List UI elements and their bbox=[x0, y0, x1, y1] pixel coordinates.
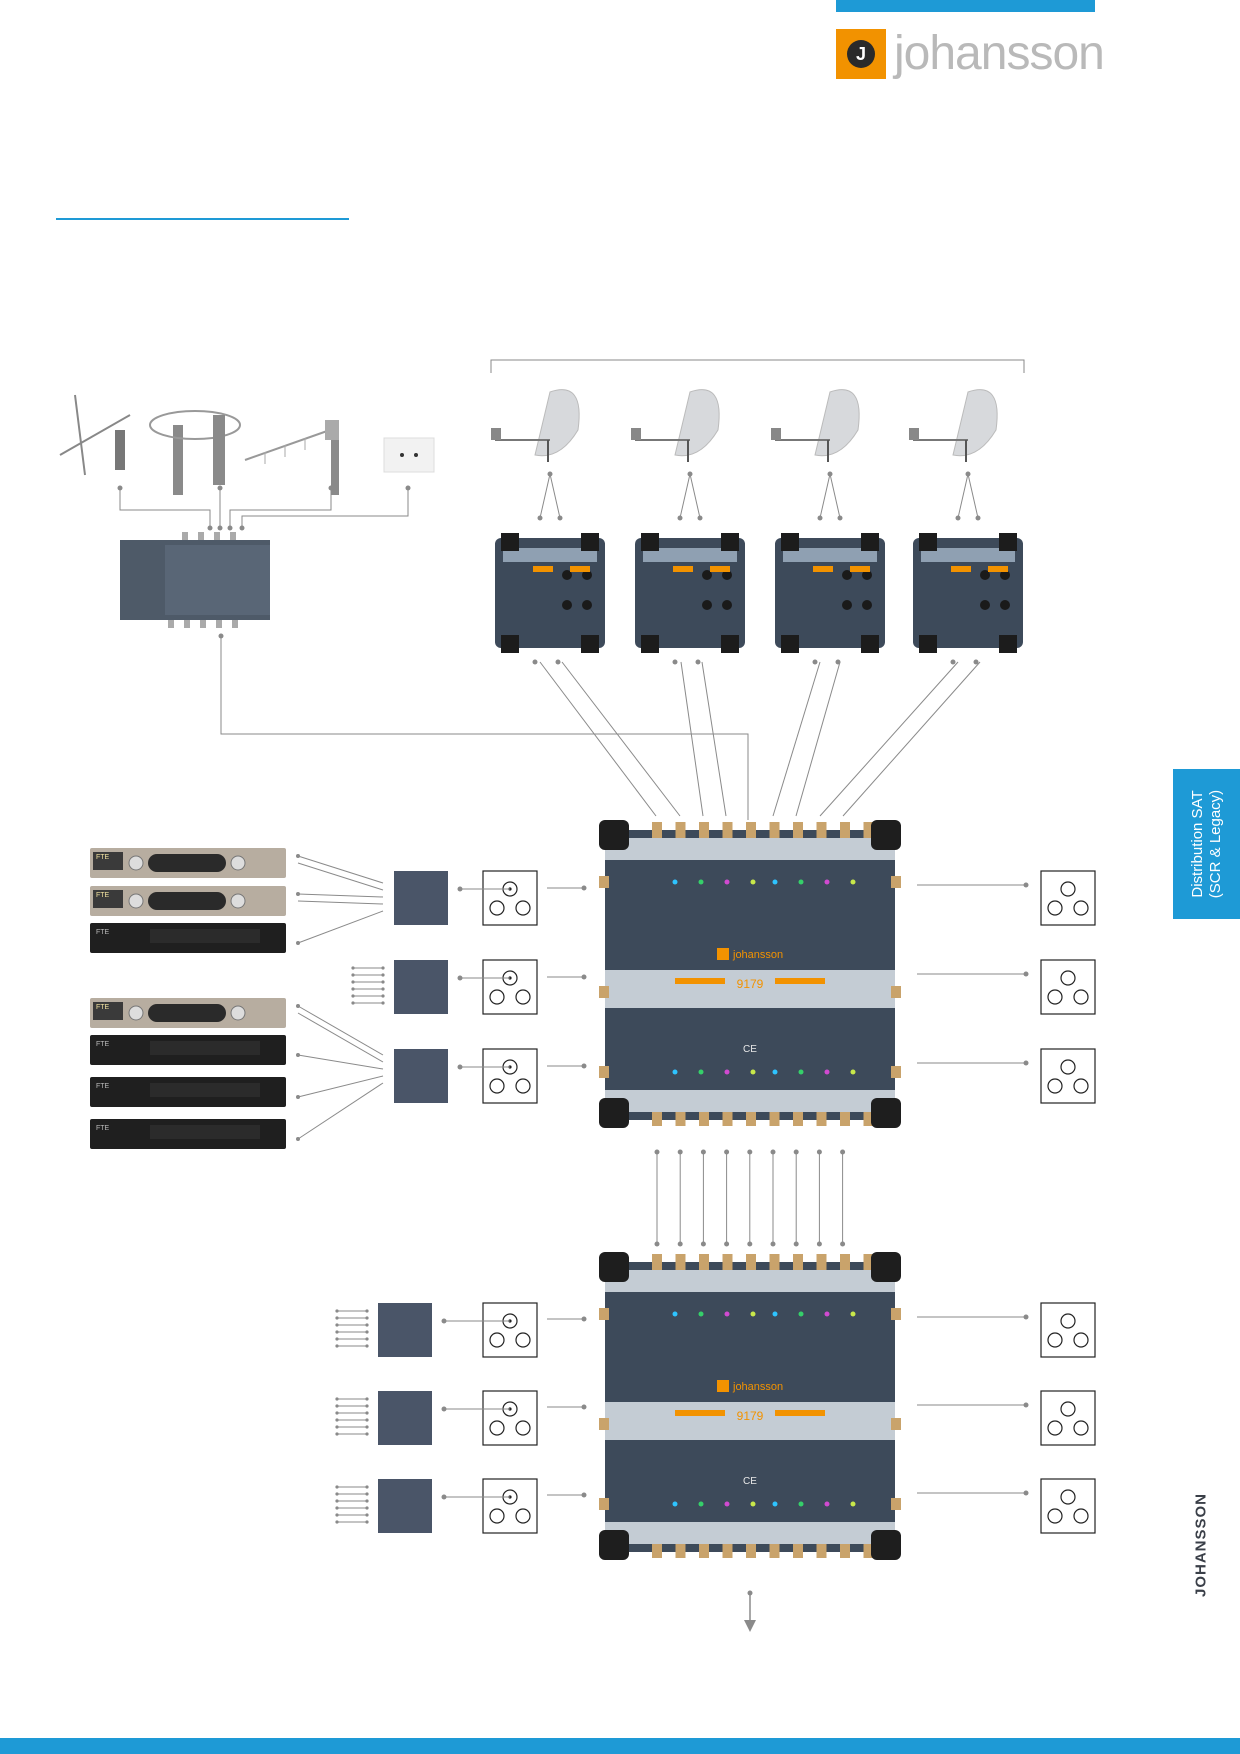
power-inserter-icon bbox=[383, 437, 435, 473]
satellite-columns bbox=[491, 389, 1023, 665]
multiswitch-model-label: 9179 bbox=[737, 977, 764, 991]
quattro-lnb-switch bbox=[775, 533, 885, 653]
receiver-brand-label: FTE bbox=[96, 854, 110, 861]
satellite-dish-icon bbox=[909, 389, 998, 462]
lnb-to-multiswitch-wires bbox=[539, 661, 981, 817]
terrestrial-trunk-wire bbox=[220, 636, 749, 820]
receiver-stack: FTE FTE FTE FTE FTE FTE FTE bbox=[90, 848, 384, 1149]
wall-outlet-icon bbox=[482, 1048, 538, 1104]
section-tab: Distribution SAT (SCR & Legacy) bbox=[1173, 769, 1240, 919]
scr-splitter-box bbox=[394, 1049, 448, 1103]
logo-initial: J bbox=[847, 40, 875, 68]
wall-outlet-icon bbox=[482, 1302, 538, 1358]
side-brand-text: JOHANSSON bbox=[1192, 1492, 1210, 1598]
terrestrial-antenna-icon bbox=[244, 420, 339, 495]
wall-outlet-icon bbox=[1040, 1048, 1096, 1104]
wall-outlet-icon bbox=[1040, 1478, 1096, 1534]
satellite-receiver: FTE bbox=[90, 1035, 286, 1065]
receiver-brand-label: FTE bbox=[96, 1041, 110, 1048]
satellite-dish-icon bbox=[771, 389, 860, 462]
ce-mark: CE bbox=[743, 1044, 757, 1055]
quattro-lnb-switch bbox=[635, 533, 745, 653]
johansson-logo: J johansson bbox=[836, 27, 1105, 80]
satellite-receiver: FTE bbox=[90, 848, 286, 878]
satellite-receiver: FTE bbox=[90, 923, 286, 953]
wall-outlet-icon bbox=[1040, 1390, 1096, 1446]
receiver-brand-label: FTE bbox=[96, 1083, 110, 1090]
satellite-receiver: FTE bbox=[90, 998, 286, 1028]
terrestrial-amplifier bbox=[120, 532, 270, 628]
wall-outlet-icon bbox=[482, 870, 538, 926]
cascade-trunk-wires bbox=[654, 1149, 846, 1247]
wall-outlet-icon bbox=[482, 959, 538, 1015]
satellite-dish-icon bbox=[631, 389, 720, 462]
wall-outlet-icon bbox=[1040, 959, 1096, 1015]
logo-wordmark: johansson bbox=[894, 27, 1105, 80]
receiver-brand-label: FTE bbox=[96, 1125, 110, 1132]
wall-outlet-icon bbox=[482, 1478, 538, 1534]
receiver-brand-label: FTE bbox=[96, 929, 110, 936]
wall-outlet-icon bbox=[1040, 1302, 1096, 1358]
satellite-dish-icon bbox=[491, 389, 580, 462]
arrow-down-icon bbox=[744, 1590, 756, 1632]
scr-splitter-box bbox=[394, 960, 448, 1014]
logo-badge: J bbox=[836, 29, 886, 79]
multiswitch-brand-label: johansson bbox=[732, 949, 783, 961]
section-tab-label: Distribution SAT (SCR & Legacy) bbox=[1189, 790, 1225, 898]
wall-outlet-icon bbox=[1040, 870, 1096, 926]
ce-mark: CE bbox=[743, 1476, 757, 1487]
scr-splitter-box bbox=[394, 871, 448, 925]
quattro-lnb-switch bbox=[913, 533, 1023, 653]
wall-outlet-icon bbox=[482, 1390, 538, 1446]
receiver-brand-label: FTE bbox=[96, 1004, 110, 1011]
scr-splitter-box bbox=[378, 1479, 432, 1533]
scr-splitter-box bbox=[378, 1391, 432, 1445]
satellite-receiver: FTE bbox=[90, 1119, 286, 1149]
top-accent-bar bbox=[836, 0, 1095, 12]
section-tab-line1: Distribution SAT bbox=[1188, 790, 1206, 898]
section-tab-line2: (SCR & Legacy) bbox=[1206, 789, 1224, 899]
antenna-wires bbox=[117, 485, 411, 531]
wall-outlets bbox=[335, 870, 1096, 1534]
terrestrial-antenna-icon bbox=[59, 394, 183, 495]
terrestrial-antenna-icon bbox=[149, 410, 241, 485]
multiswitch-model-label: 9179 bbox=[737, 1409, 764, 1423]
multiswitch-brand-label: johansson bbox=[732, 1381, 783, 1393]
dish-group-bracket bbox=[490, 359, 1025, 373]
quattro-lnb-switch bbox=[495, 533, 605, 653]
satellite-receiver: FTE bbox=[90, 886, 286, 916]
bottom-accent-bar bbox=[0, 1738, 1240, 1754]
scr-splitter-box bbox=[378, 1303, 432, 1357]
receiver-brand-label: FTE bbox=[96, 892, 110, 899]
title-underline bbox=[56, 218, 349, 220]
satellite-receiver: FTE bbox=[90, 1077, 286, 1107]
